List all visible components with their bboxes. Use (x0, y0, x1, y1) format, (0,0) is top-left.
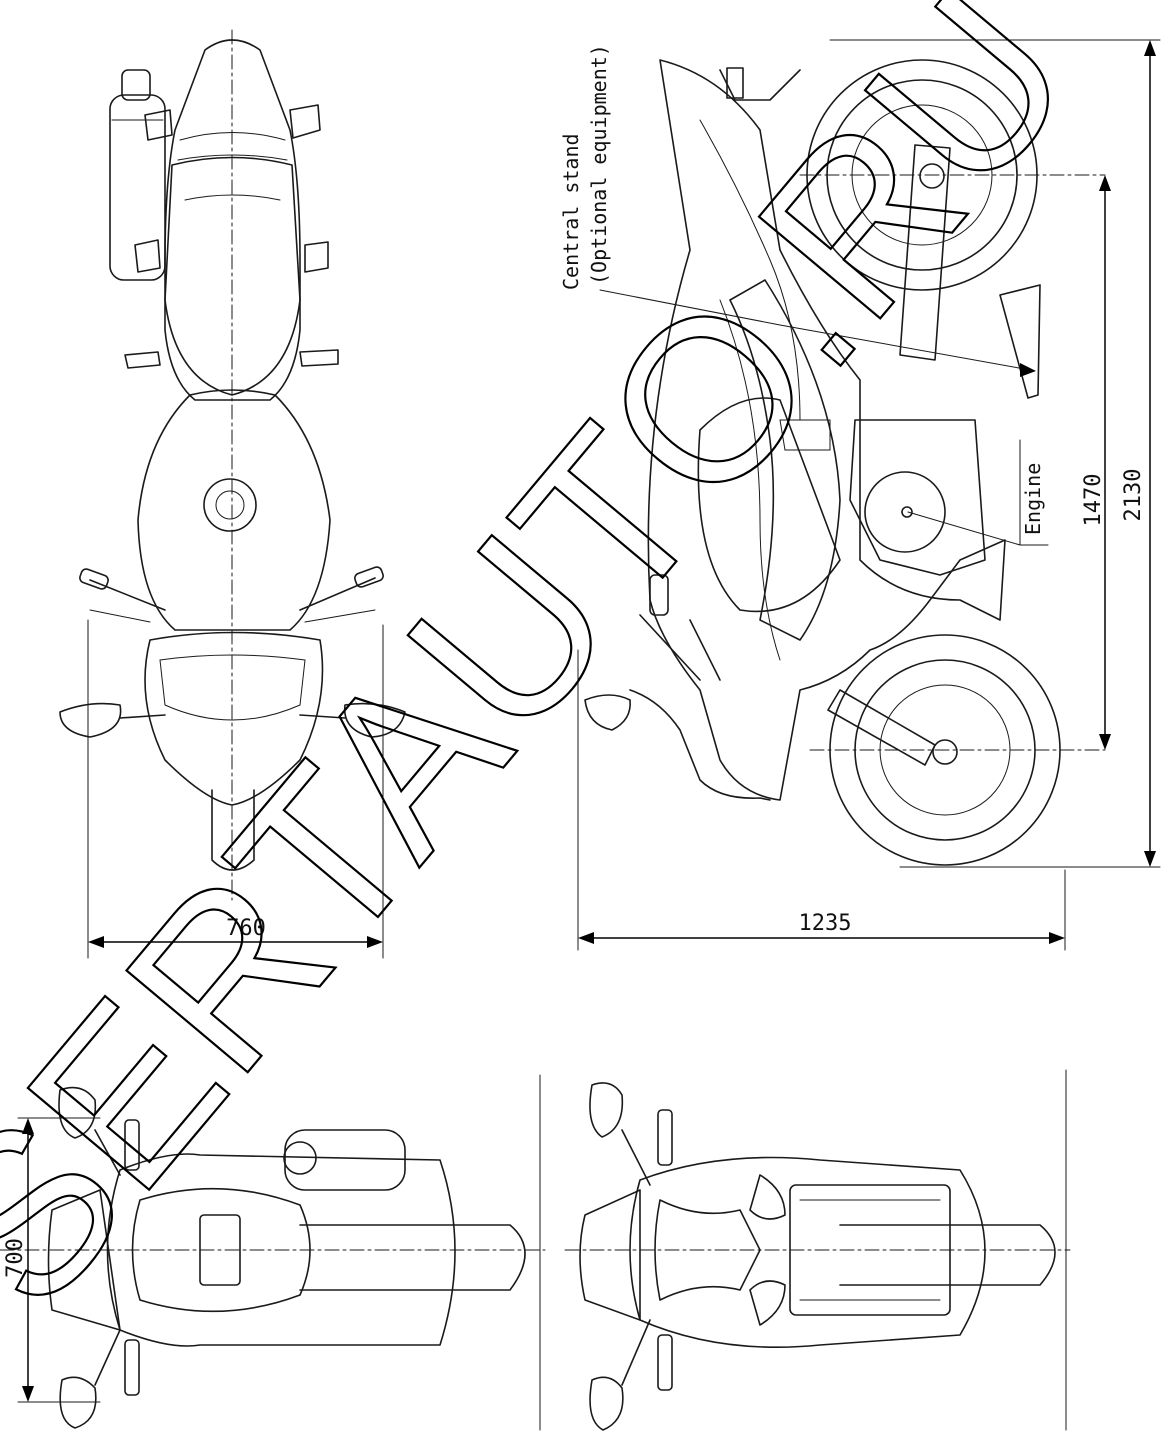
dim-2130-label: 2130 (1121, 469, 1146, 522)
dim-760-label: 760 (226, 916, 266, 941)
front-view (564, 1069, 1071, 1431)
side-view: 1235 1470 2130 Central stand (Optional e… (559, 39, 1161, 951)
top-view: 760 (59, 29, 406, 959)
dim-700-label: 700 (3, 1238, 28, 1278)
central-stand-label: Central stand (559, 133, 583, 290)
engine-label: Engine (1021, 463, 1045, 535)
dim-1470-label: 1470 (1081, 474, 1106, 527)
central-stand-note-label: (Optional equipment) (587, 44, 611, 285)
dim-1235-label: 1235 (799, 911, 852, 936)
rear-view: 700 (0, 1074, 546, 1431)
